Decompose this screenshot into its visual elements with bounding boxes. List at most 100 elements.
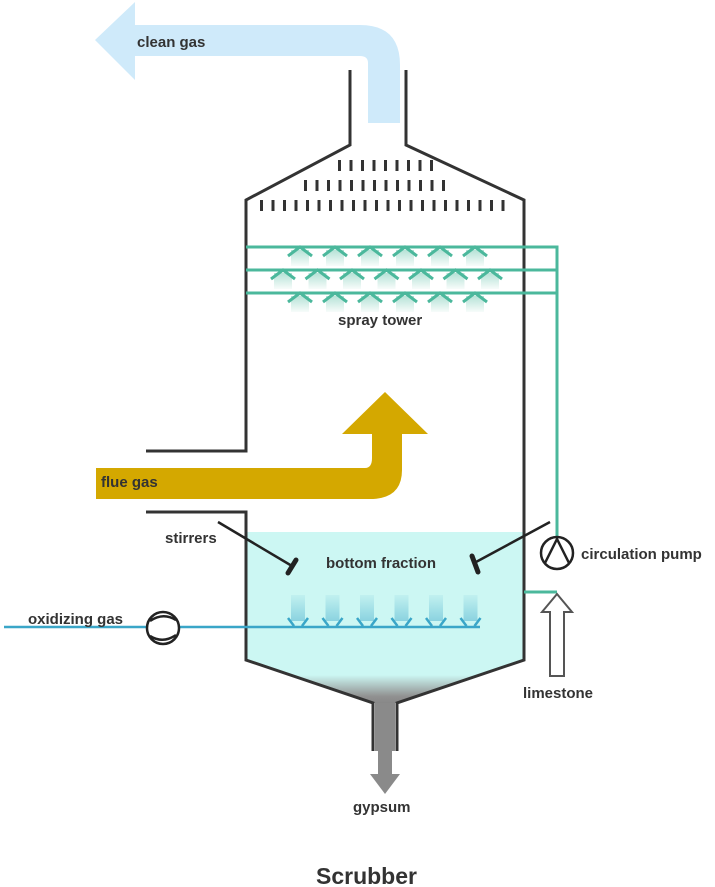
spray-nozzle	[322, 245, 348, 266]
stirrers-label: stirrers	[165, 530, 217, 547]
gypsum-outlet-fill	[375, 703, 395, 751]
limestone-arrow	[539, 592, 575, 677]
spray-nozzle	[408, 268, 434, 289]
oxidizing-gas-label: oxidizing gas	[28, 611, 123, 628]
spray-nozzle	[322, 291, 348, 312]
clean-gas-label: clean gas	[137, 34, 205, 51]
demister-slat	[384, 160, 387, 171]
aerator	[287, 595, 309, 627]
bubble-column	[463, 595, 478, 621]
stirrer-left	[285, 557, 299, 576]
spray-nozzles	[270, 245, 503, 312]
spray-nozzle	[304, 268, 331, 289]
demister-slat	[283, 200, 286, 211]
aerator-nozzle	[459, 617, 482, 627]
demister-slat	[352, 200, 355, 211]
demister-slat	[395, 160, 399, 171]
bubble-column	[325, 595, 340, 621]
aerator	[356, 595, 378, 627]
demister-slat	[442, 180, 445, 191]
aerator	[390, 595, 413, 627]
demister-slat	[421, 200, 424, 211]
demister-slat	[338, 160, 341, 171]
gypsum-arrow	[370, 751, 400, 794]
aerator	[459, 595, 482, 627]
circulation-pump-label: circulation pump	[581, 546, 702, 563]
demister-slat	[419, 180, 422, 191]
bubble-column	[360, 595, 374, 621]
spray-nozzle	[442, 268, 469, 289]
gypsum-label: gypsum	[353, 799, 411, 816]
bottom-fraction-label: bottom fraction	[326, 555, 436, 572]
spray-nozzle	[287, 245, 313, 266]
limestone-label: limestone	[523, 685, 593, 702]
clean-gas-arrow	[95, 2, 400, 123]
spray-mist	[377, 273, 396, 289]
demister-slat	[373, 180, 376, 191]
demister-slat	[407, 180, 411, 191]
bubble-column	[291, 595, 305, 621]
spray-mist	[446, 273, 465, 289]
spray-mist	[431, 296, 449, 312]
spray-nozzle	[339, 268, 365, 289]
demister-slat	[349, 160, 353, 171]
aerator-nozzle	[390, 617, 413, 627]
aerator-nozzle	[356, 617, 378, 627]
spray-nozzle	[427, 245, 453, 266]
demister-slat	[396, 180, 399, 191]
spray-mist	[308, 273, 327, 289]
spray-mist	[343, 273, 361, 289]
aerator-nozzle	[425, 617, 447, 627]
demister-slat	[430, 160, 433, 171]
demister-slat	[490, 200, 493, 211]
spray-mist	[396, 250, 414, 266]
demister-slat	[304, 180, 307, 191]
demister-slat	[363, 200, 367, 211]
demister-slat	[315, 180, 319, 191]
demister-slat	[294, 200, 298, 211]
bottom-fraction-liquid	[246, 532, 524, 660]
demister-slat	[478, 200, 482, 211]
demister-slat	[340, 200, 344, 211]
oxidizing-blower-icon[interactable]	[145, 610, 181, 646]
spray-nozzle	[427, 291, 453, 312]
demister-slat	[409, 200, 413, 211]
vessel-walls	[146, 70, 526, 751]
aerator	[425, 595, 447, 627]
spray-nozzle	[462, 291, 488, 312]
spray-mist	[291, 250, 309, 266]
bubble-column	[394, 595, 409, 621]
demister-slat	[361, 180, 365, 191]
flue-gas-arrow	[96, 392, 428, 499]
aerator-nozzle	[321, 617, 344, 627]
flue-gas-label: flue gas	[101, 474, 158, 491]
aerators	[287, 595, 482, 627]
aerator	[321, 595, 344, 627]
demister-slat	[418, 160, 422, 171]
spray-tower-label: spray tower	[338, 312, 422, 329]
sump-funnel-fill	[246, 660, 524, 703]
demister-slat	[398, 200, 401, 211]
spray-mist	[431, 250, 449, 266]
demister-slat	[386, 200, 390, 211]
demister-slat	[271, 200, 275, 211]
spray-mist	[466, 296, 484, 312]
demister-slat	[444, 200, 447, 211]
spray-mist	[396, 296, 414, 312]
demister-slat	[327, 180, 330, 191]
circulation-pump-icon[interactable]	[539, 535, 575, 571]
demister-slat	[306, 200, 309, 211]
spray-mist	[274, 273, 292, 289]
spray-mist	[412, 273, 430, 289]
demister-slat	[432, 200, 436, 211]
demister-slat	[338, 180, 342, 191]
spray-nozzle	[357, 245, 383, 266]
demister-slat	[375, 200, 378, 211]
stirrers-leader	[217, 520, 293, 568]
demister-slat	[407, 160, 410, 171]
aerator-nozzle	[287, 617, 309, 627]
circulation-pump-leader	[475, 520, 551, 564]
spray-mist	[326, 250, 344, 266]
demister-slat	[350, 180, 353, 191]
demister-slat	[501, 200, 505, 211]
